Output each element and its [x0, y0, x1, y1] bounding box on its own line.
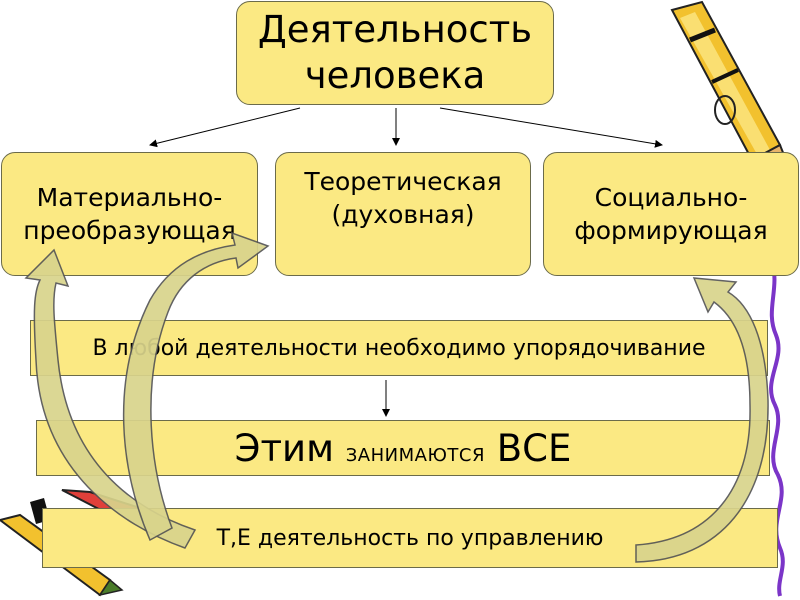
everyone-prefix: Этим — [235, 427, 334, 470]
category-social: Социально- формирующая — [543, 152, 799, 276]
category-theoretical-line-2: (духовная) — [304, 198, 501, 231]
category-material-line-1: Материально- — [23, 181, 236, 214]
curved-arrow-middle — [124, 233, 268, 540]
category-social-line-2: формирующая — [574, 214, 767, 247]
category-social-line-1: Социально- — [574, 181, 767, 214]
category-material: Материально- преобразующая — [1, 152, 258, 276]
management-text: Т,Е деятельность по управлению — [217, 526, 604, 551]
connector-arrow-left — [150, 108, 300, 145]
statement-band: В любой деятельности необходимо упорядоч… — [30, 320, 768, 376]
title-box: Деятельность человека — [236, 1, 554, 105]
pencil-icon — [672, 2, 790, 170]
management-band: Т,Е деятельность по управлению — [42, 508, 778, 568]
statement-text: В любой деятельности необходимо упорядоч… — [92, 336, 705, 361]
everyone-middle: занимаются — [346, 438, 485, 467]
title-line-2: человека — [258, 53, 532, 99]
category-theoretical-line-1: Теоретическая — [304, 165, 501, 198]
title-line-1: Деятельность — [258, 7, 532, 53]
curved-arrow-left — [26, 250, 195, 548]
category-theoretical: Теоретическая (духовная) — [275, 152, 531, 276]
everyone-suffix: ВСЕ — [497, 427, 572, 470]
connector-arrow-right — [440, 108, 662, 145]
category-material-line-2: преобразующая — [23, 214, 236, 247]
everyone-band: Этим занимаются ВСЕ — [36, 420, 770, 476]
